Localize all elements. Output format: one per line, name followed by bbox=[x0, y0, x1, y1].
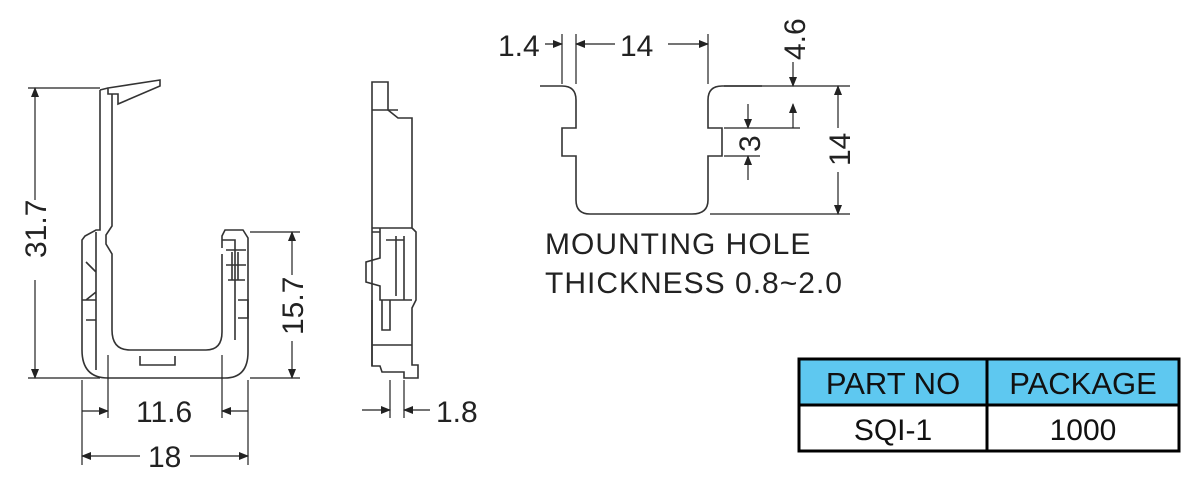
dim-15-7: 15.7 bbox=[277, 277, 310, 335]
part-table: PART NO PACKAGE SQI-1 1000 bbox=[797, 357, 1181, 453]
side-view-details bbox=[365, 109, 412, 366]
dim-3: 3 bbox=[734, 135, 767, 152]
table-header-bg bbox=[799, 359, 1179, 405]
dim-1-4: 1.4 bbox=[498, 30, 540, 63]
dim-gap bbox=[276, 275, 308, 341]
table-cell-package: 1000 bbox=[1050, 414, 1117, 447]
table-cell-part-no: SQI-1 bbox=[854, 414, 932, 447]
dim-1-8: 1.8 bbox=[436, 396, 478, 429]
table-header-package: PACKAGE bbox=[1009, 366, 1157, 401]
table-header-part-no: PART NO bbox=[826, 366, 960, 401]
dim-4-6: 4.6 bbox=[779, 18, 812, 60]
dim-gap bbox=[20, 200, 52, 280]
front-view: 31.7 15.7 11.6 18 bbox=[20, 79, 310, 474]
front-view-outline bbox=[81, 79, 249, 379]
side-view-outline bbox=[371, 81, 419, 379]
dim-18: 18 bbox=[148, 441, 181, 474]
front-view-inner-details bbox=[82, 232, 249, 370]
dim-14-height: 14 bbox=[824, 133, 857, 166]
mounting-hole-note-line2: THICKNESS 0.8~2.0 bbox=[545, 267, 843, 300]
dim-11-6: 11.6 bbox=[136, 396, 192, 429]
dim-14-width: 14 bbox=[620, 30, 653, 63]
side-view: 1.8 bbox=[362, 81, 478, 429]
mounting-hole-outline bbox=[540, 85, 762, 215]
mounting-hole-note-line1: MOUNTING HOLE bbox=[545, 228, 811, 261]
mounting-hole-view: 1.4 14 4.6 3 14 MOUNTING HOLE THICKNESS … bbox=[498, 18, 857, 300]
dim-31-7: 31.7 bbox=[20, 200, 53, 258]
